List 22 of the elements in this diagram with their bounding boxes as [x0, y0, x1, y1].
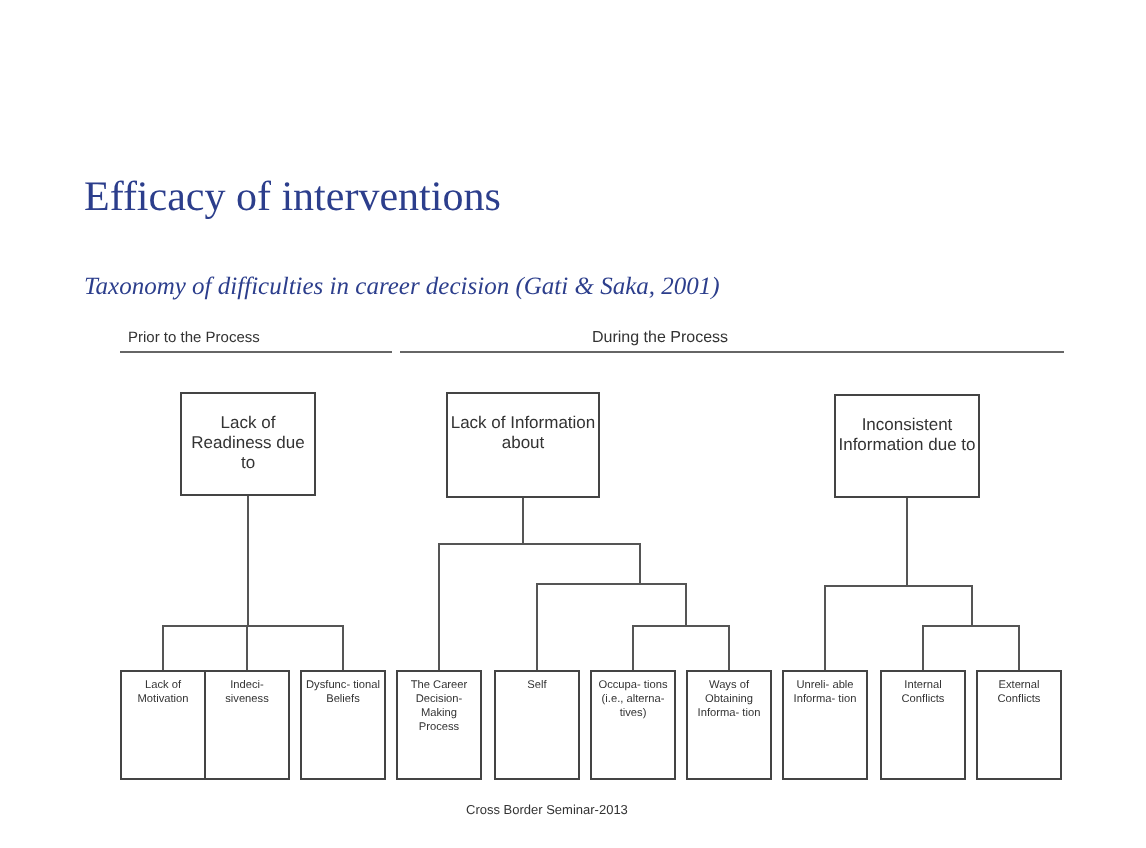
category-box [204, 670, 290, 780]
category-box [782, 670, 868, 780]
connector-line [247, 495, 344, 671]
category-box [180, 392, 316, 496]
section-heading: During the Process [592, 328, 729, 346]
box-label: Lack of Readiness due to [189, 410, 307, 476]
box-label: Inconsistent Information due to [836, 412, 978, 458]
category-box [686, 670, 772, 780]
box-label: Lack of Information about [448, 410, 598, 456]
subtitle: Taxonomy of difficulties in career decision (Gati & Saka, 2001) [84, 272, 720, 302]
category-box [300, 670, 386, 780]
category-box [976, 670, 1062, 780]
category-box [834, 394, 980, 498]
category-box [590, 670, 676, 780]
category-box [446, 392, 600, 498]
category-box [396, 670, 482, 780]
connector-line [906, 497, 1020, 671]
slide-title: Efficacy of interventions [84, 172, 501, 222]
category-box [494, 670, 580, 780]
category-box [120, 670, 206, 780]
category-box [880, 670, 966, 780]
connector-line [522, 497, 730, 671]
